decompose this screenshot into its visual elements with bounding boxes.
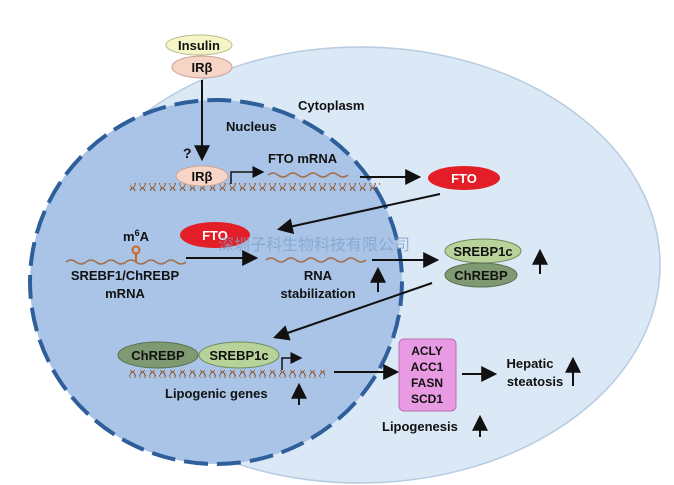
enzyme-box — [398, 338, 457, 412]
m6a-mark — [131, 245, 141, 255]
srebf1-chrebp-label: SREBF1/ChREBP — [71, 268, 180, 283]
chrebp-nucleus-label: ChREBP — [131, 348, 185, 363]
m6a-label: m6A — [123, 228, 150, 244]
mrna-label: mRNA — [105, 286, 145, 301]
ir-beta-nucleus-label: IRβ — [192, 169, 213, 184]
dna-strand-bottom — [127, 370, 325, 378]
chrebp-nucleus-oval — [117, 341, 199, 369]
transcription-arrow-fto — [230, 166, 265, 184]
hepatic-label: Hepatic — [507, 356, 554, 371]
lipogenesis-label: Lipogenesis — [382, 419, 458, 434]
transcription-arrow-lipogenic — [281, 352, 303, 370]
ir-beta-oval — [171, 55, 233, 79]
protein-import-arrow — [272, 282, 433, 341]
cytoplasm-label: Cytoplasm — [298, 98, 364, 113]
srebf1-mrna-strand — [65, 259, 187, 265]
fto-import-arrow — [276, 193, 441, 235]
enzyme-fasn: FASN — [411, 376, 443, 390]
chrebp-cyto-oval — [444, 262, 518, 288]
enzyme-acly: ACLY — [411, 344, 443, 358]
nucleus-label: Nucleus — [226, 119, 277, 134]
steatosis-label: steatosis — [507, 374, 563, 389]
dna-strand-top — [130, 183, 380, 191]
ir-beta-nucleus-oval — [175, 165, 229, 187]
stabilization-label: stabilization — [280, 286, 355, 301]
srebp1c-nucleus-label: SREBP1c — [209, 348, 268, 363]
srebp1c-nucleus-oval — [198, 341, 280, 369]
question-mark: ? — [183, 145, 192, 161]
fto-mrna-label: FTO mRNA — [268, 151, 338, 166]
lipogenic-genes-label: Lipogenic genes — [165, 386, 268, 401]
insulin-oval — [165, 34, 233, 56]
stabilized-mrna-strand — [265, 257, 367, 263]
fto-cytoplasm-oval — [428, 166, 500, 190]
fto-cytoplasm-label: FTO — [451, 171, 477, 186]
fto-nucleus-label: FTO — [202, 228, 228, 243]
chrebp-cyto-label: ChREBP — [454, 268, 508, 283]
srebp1c-cyto-label: SREBP1c — [453, 244, 512, 259]
watermark-text: 深圳子科生物科技有限公司 — [218, 235, 410, 254]
fto-nucleus-oval — [180, 222, 250, 248]
enzyme-scd1: SCD1 — [411, 392, 443, 406]
enzyme-acc1: ACC1 — [411, 360, 444, 374]
ir-beta-label: IRβ — [192, 60, 213, 75]
rna-label: RNA — [304, 268, 333, 283]
fto-mrna-strand — [267, 172, 349, 178]
insulin-label: Insulin — [178, 38, 220, 53]
